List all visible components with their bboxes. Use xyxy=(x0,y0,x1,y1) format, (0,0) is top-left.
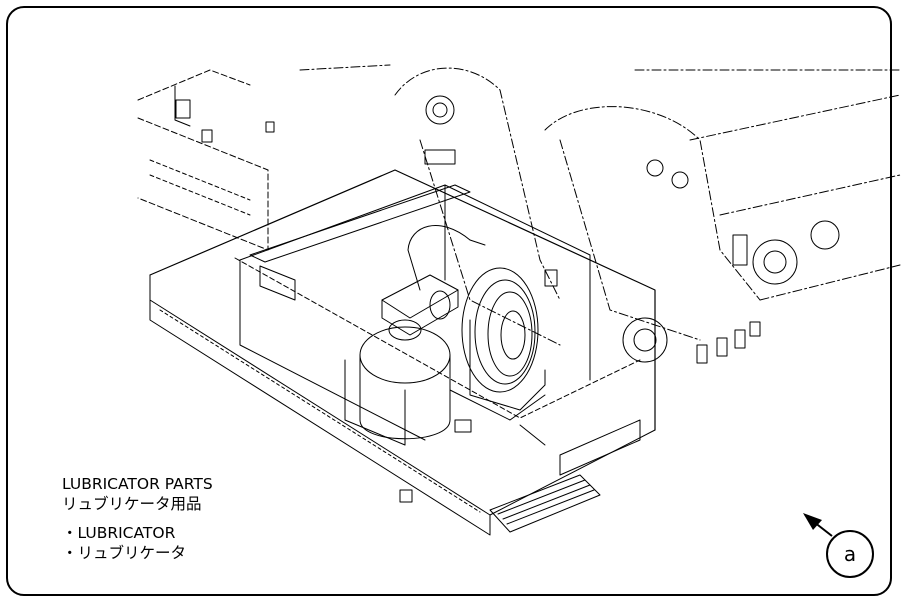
diagram-frame xyxy=(6,6,892,596)
caption-item-en: ・LUBRICATOR xyxy=(62,524,176,542)
caption-spacer xyxy=(62,514,213,523)
callout-a: a xyxy=(826,530,874,578)
caption-heading-en: LUBRICATOR PARTS xyxy=(62,475,213,493)
callout-leader-arrow xyxy=(803,513,833,537)
parts-caption: LUBRICATOR PARTS リュブリケータ用品 ・LUBRICATOR ・… xyxy=(62,474,213,563)
caption-heading-jp: リュブリケータ用品 xyxy=(62,495,202,513)
caption-item-jp: ・リュブリケータ xyxy=(62,544,187,562)
